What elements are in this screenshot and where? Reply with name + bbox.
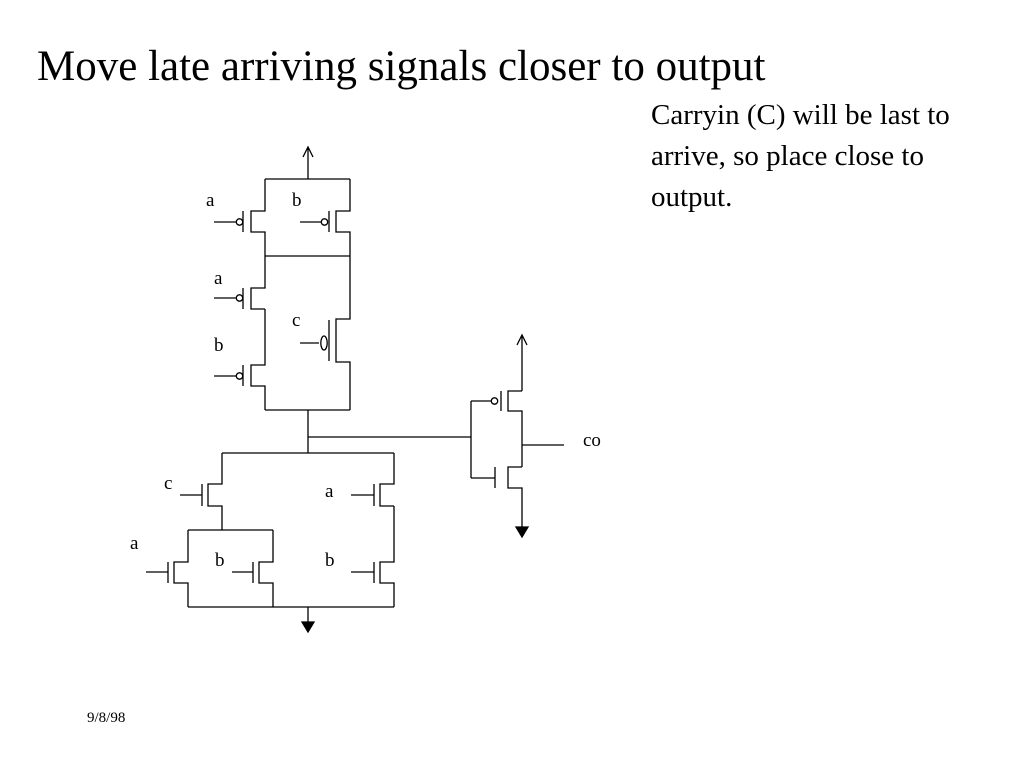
inversion-bubble [320,218,329,226]
output-label: co [583,430,601,451]
gate-label: b [214,335,224,356]
pmos-c [300,256,351,410]
nmos-a-left [146,530,189,607]
gate-label: a [206,190,215,211]
gate-label: c [164,473,172,494]
pullup-network [214,145,351,411]
gate-label: c [292,310,300,331]
output-inverter [470,333,564,539]
slide-title: Move late arriving signals closer to out… [37,43,766,90]
pulldown-bottom-rail [188,606,394,624]
note-line: output. [651,181,733,213]
vdd-arrow-icon [302,145,314,179]
internal-node-wire [307,410,471,453]
slide-date: 9/8/98 [87,710,126,726]
gate-label: b [292,190,302,211]
note-line: arrive, so place close to [651,140,924,172]
pmos-b1 [300,179,351,256]
pmos-a1 [214,179,266,256]
pmos-b2 [214,309,266,410]
ground-arrow-icon [514,526,530,539]
inverter-nmos [471,466,523,528]
ground-arrow-icon [300,621,316,634]
note-line: Carryin (C) will be last to [651,99,950,131]
inversion-bubble [235,294,244,302]
nmos-b-inner [232,530,274,607]
inversion-bubble [320,335,328,351]
nmos-a-right [351,453,395,507]
gate-label: a [214,268,223,289]
gate-label: a [130,533,139,554]
nmos-c [180,453,223,530]
inverter-pmos [471,390,523,467]
inversion-bubble [490,397,499,405]
gate-label: b [325,550,335,571]
pulldown-network [146,452,395,634]
gate-label: a [325,481,334,502]
inversion-bubble [235,218,244,226]
nmos-b-right [351,506,395,607]
vdd-arrow-icon [516,333,528,391]
slide-note: Carryin (C) will be last to arrive, so p… [651,95,1021,218]
inversion-bubble [235,372,244,380]
gate-label: b [215,550,225,571]
